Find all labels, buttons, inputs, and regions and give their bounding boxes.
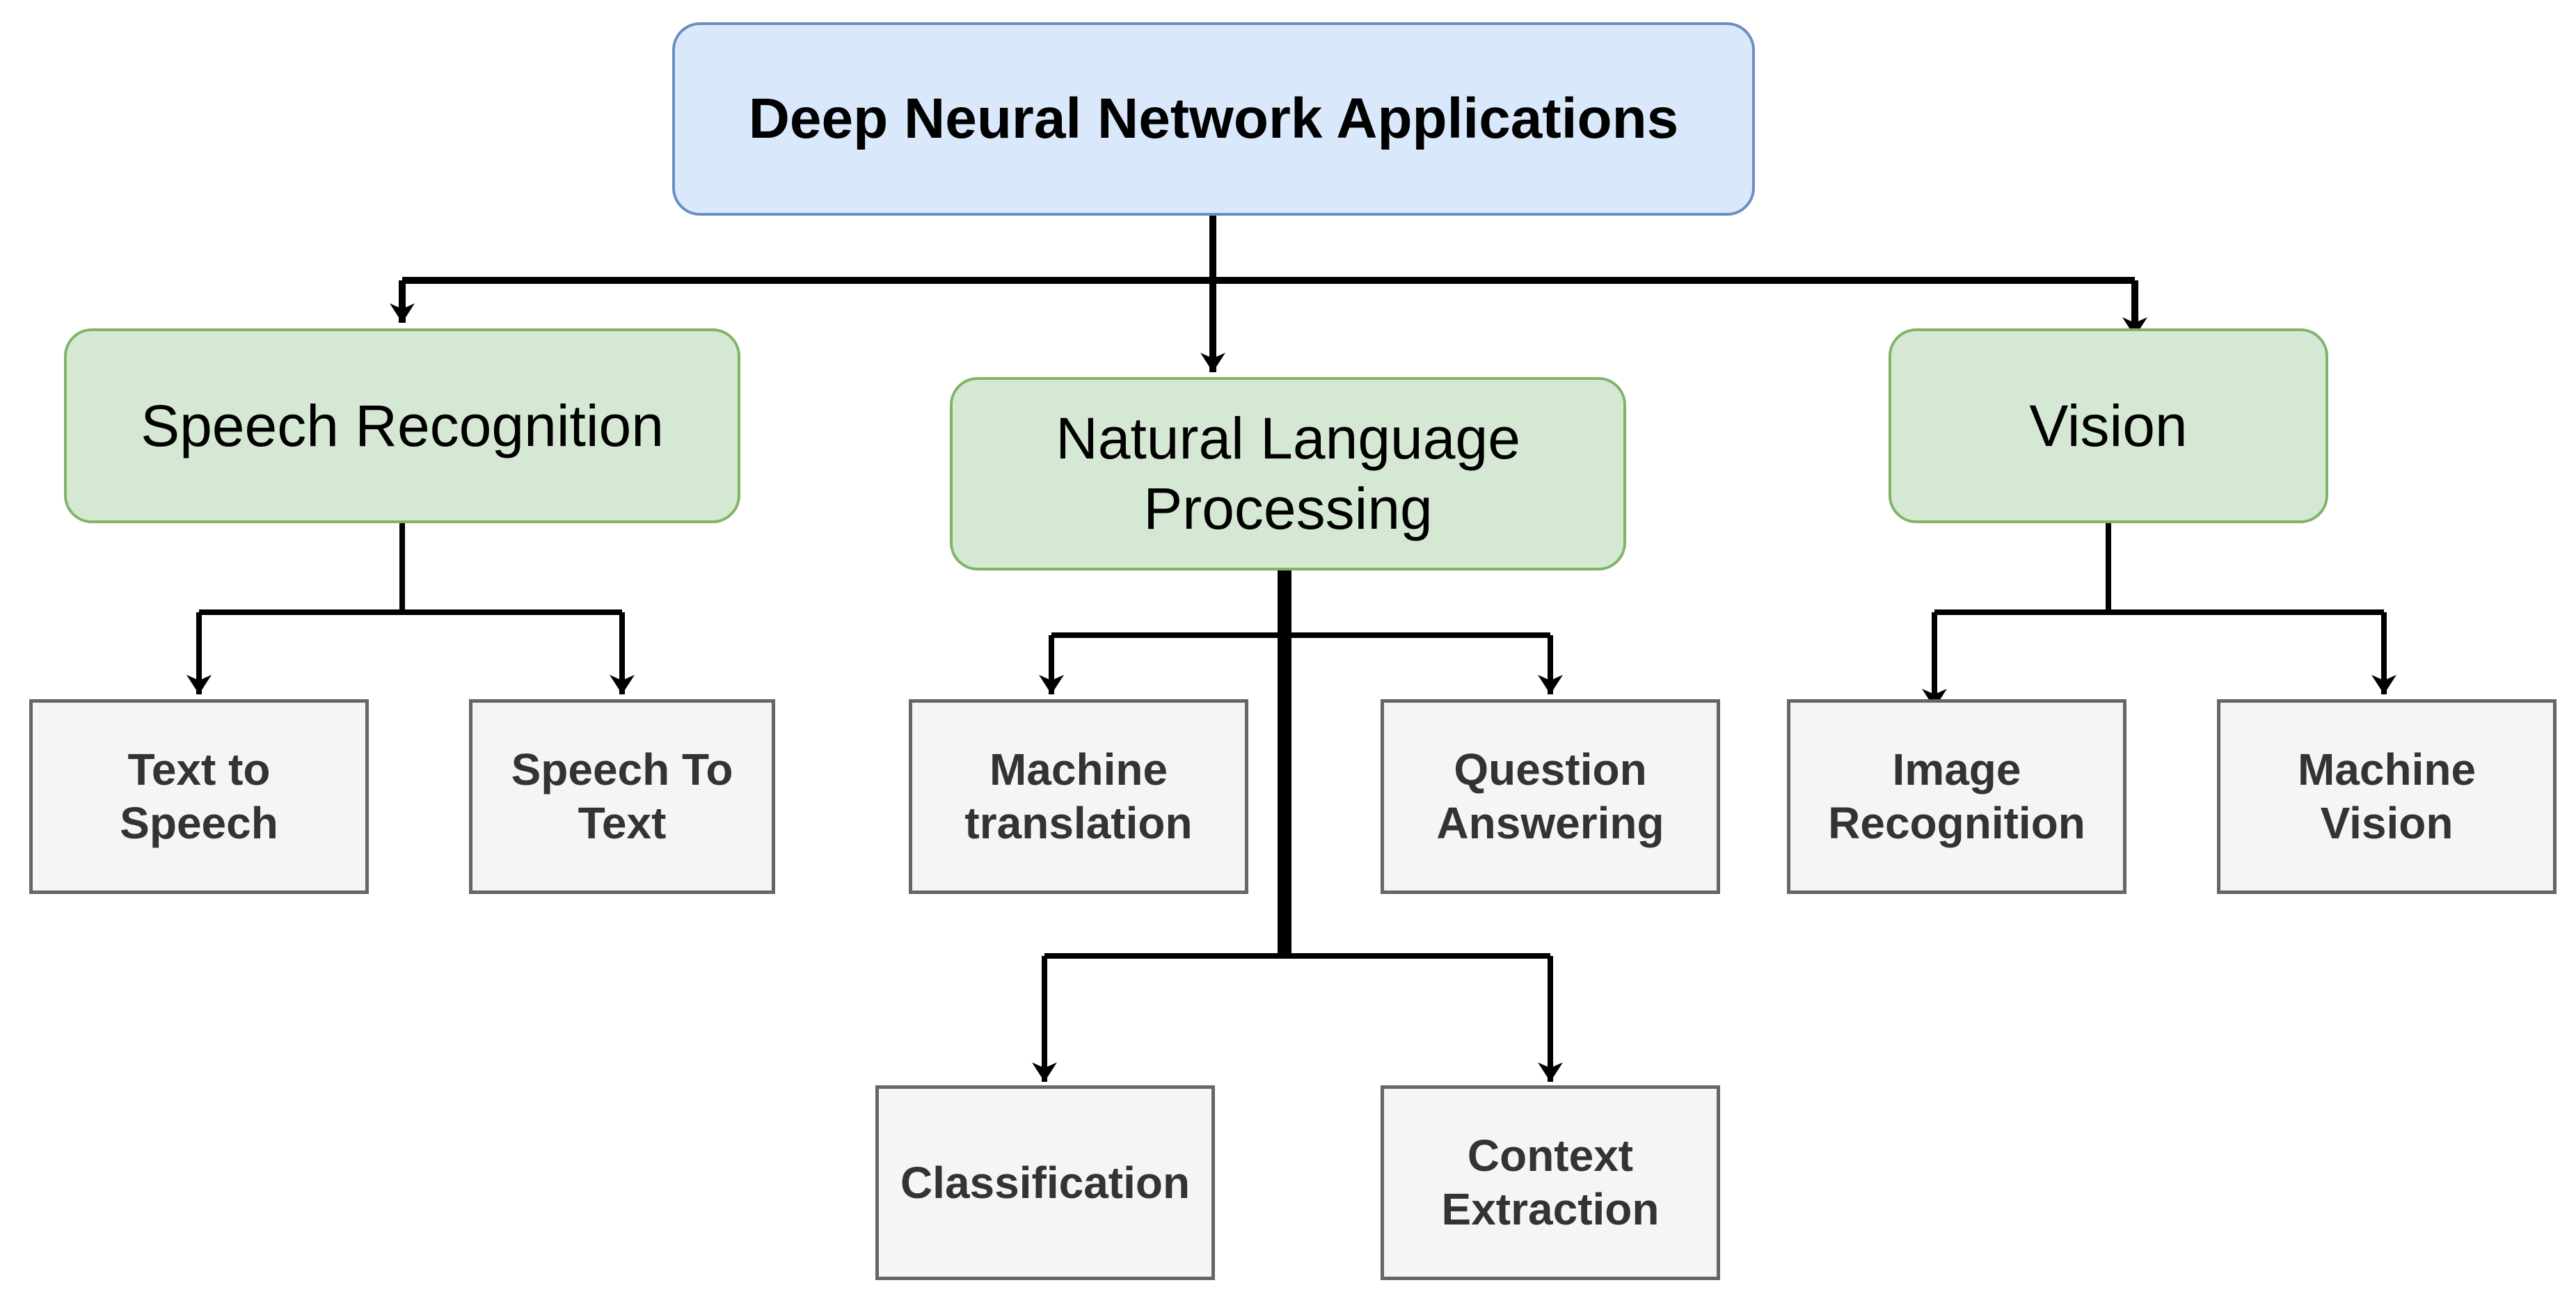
leaf-machine-translation: Machine translation <box>909 699 1248 894</box>
root-label: Deep Neural Network Applications <box>748 87 1679 150</box>
category-speech-recognition-label: Speech Recognition <box>141 392 664 458</box>
category-nlp-label: Natural Language Processing <box>1056 406 1520 541</box>
category-natural-language-processing: Natural Language Processing <box>950 377 1626 570</box>
leaf-context-extraction-label: Context Extraction <box>1441 1131 1660 1234</box>
leaf-classification: Classification <box>875 1085 1215 1280</box>
leaf-context-extraction: Context Extraction <box>1381 1085 1720 1280</box>
leaf-question-answering: Question Answering <box>1381 699 1720 894</box>
leaf-text-to-speech: Text to Speech <box>29 699 369 894</box>
leaf-machine-vision-label: Machine Vision <box>2297 744 2476 848</box>
category-vision-label: Vision <box>2029 392 2188 458</box>
root-node: Deep Neural Network Applications <box>672 22 1755 216</box>
leaf-text-to-speech-label: Text to Speech <box>120 744 278 848</box>
leaf-classification-label: Classification <box>900 1157 1191 1208</box>
leaf-speech-to-text-label: Speech To Text <box>511 744 733 848</box>
category-vision: Vision <box>1889 328 2328 523</box>
leaf-machine-translation-label: Machine translation <box>964 744 1193 848</box>
leaf-question-answering-label: Question Answering <box>1436 744 1664 848</box>
leaf-image-recognition-label: Image Recognition <box>1828 744 2085 848</box>
category-speech-recognition: Speech Recognition <box>64 328 740 523</box>
leaf-machine-vision: Machine Vision <box>2217 699 2557 894</box>
leaf-image-recognition: Image Recognition <box>1787 699 2126 894</box>
leaf-speech-to-text: Speech To Text <box>469 699 775 894</box>
